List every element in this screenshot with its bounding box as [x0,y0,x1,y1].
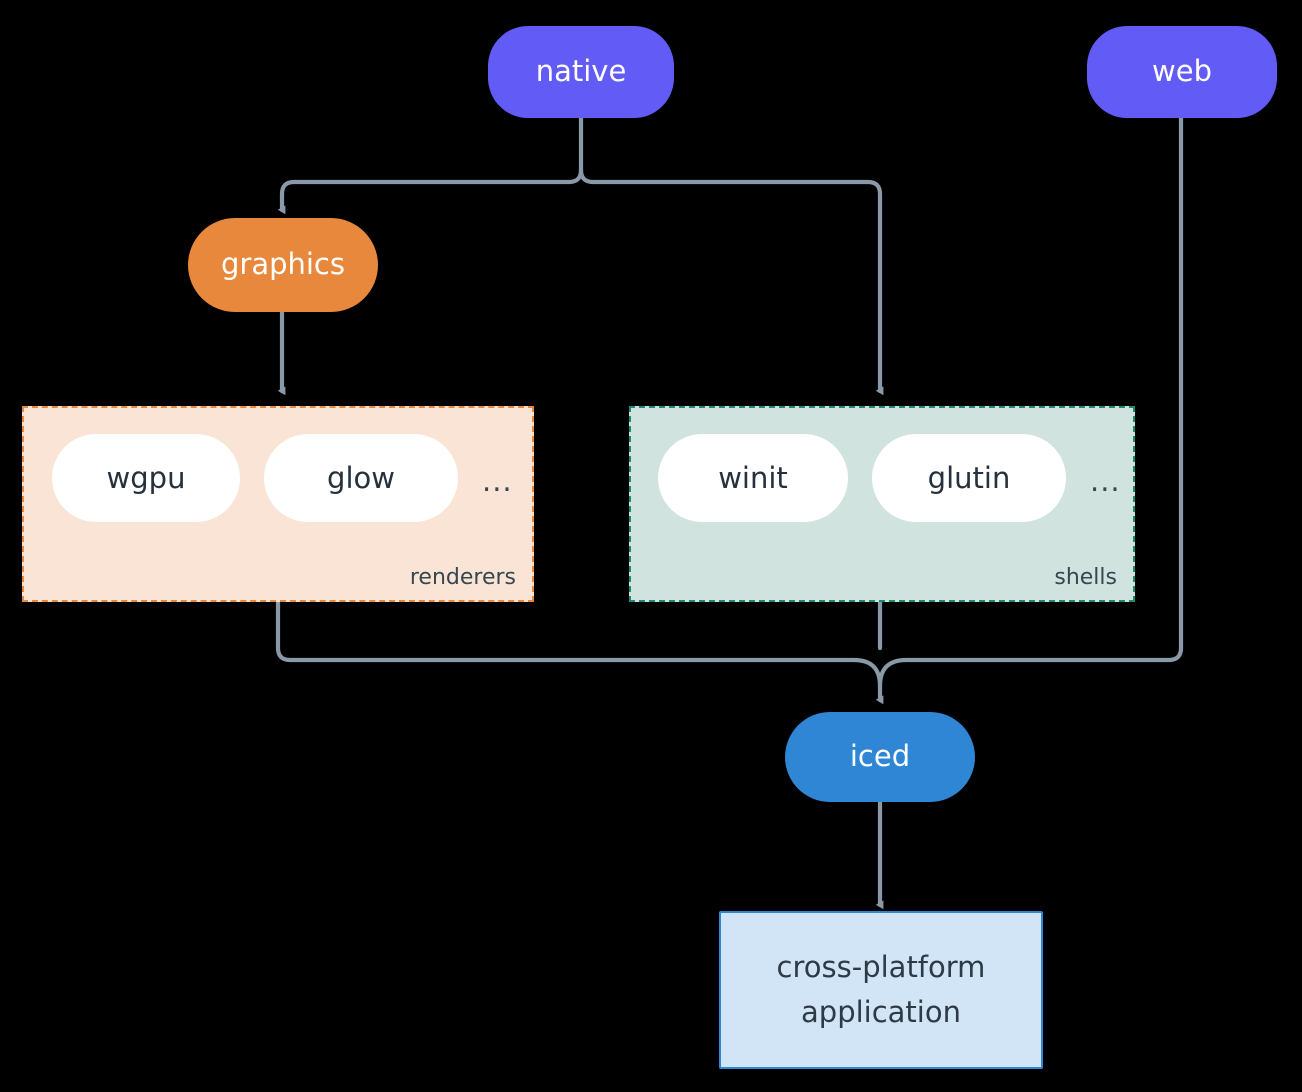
node-application-line2: application [801,995,961,1029]
node-graphics-label: graphics [220,247,345,282]
leaf-glow-label: glow [327,461,395,495]
node-web[interactable]: web [1087,26,1277,118]
leaf-glutin[interactable]: glutin [872,434,1066,522]
leaf-winit-label: winit [718,461,788,495]
leaf-glutin-label: glutin [927,461,1011,495]
node-application[interactable]: cross-platform application [719,911,1043,1069]
edge-merge-to-iced [851,657,884,705]
edge-renderers-to-merge [275,599,857,663]
node-iced[interactable]: iced [785,712,975,802]
leaf-glow[interactable]: glow [264,434,458,522]
node-web-label: web [1152,54,1212,89]
leaf-wgpu[interactable]: wgpu [52,434,240,522]
node-graphics[interactable]: graphics [188,218,378,312]
node-application-line1: cross-platform [776,950,986,985]
renderers-overflow-ellipsis: ... [482,464,513,498]
leaf-winit[interactable]: winit [658,434,848,522]
cluster-renderers: wgpu glow ... renderers [22,406,534,602]
node-native-label: native [535,54,627,89]
cluster-shells-title: shells [1054,565,1117,590]
edge-merge-join-right [877,657,909,689]
edge-native-to-shells [578,167,884,396]
cluster-renderers-title: renderers [409,565,516,590]
shells-overflow-ellipsis: ... [1090,464,1121,498]
leaf-wgpu-label: wgpu [106,461,186,495]
cluster-shells: winit glutin ... shells [629,406,1135,602]
edge-native-to-graphics [277,167,584,215]
node-iced-label: iced [849,739,911,774]
node-native[interactable]: native [488,26,674,118]
